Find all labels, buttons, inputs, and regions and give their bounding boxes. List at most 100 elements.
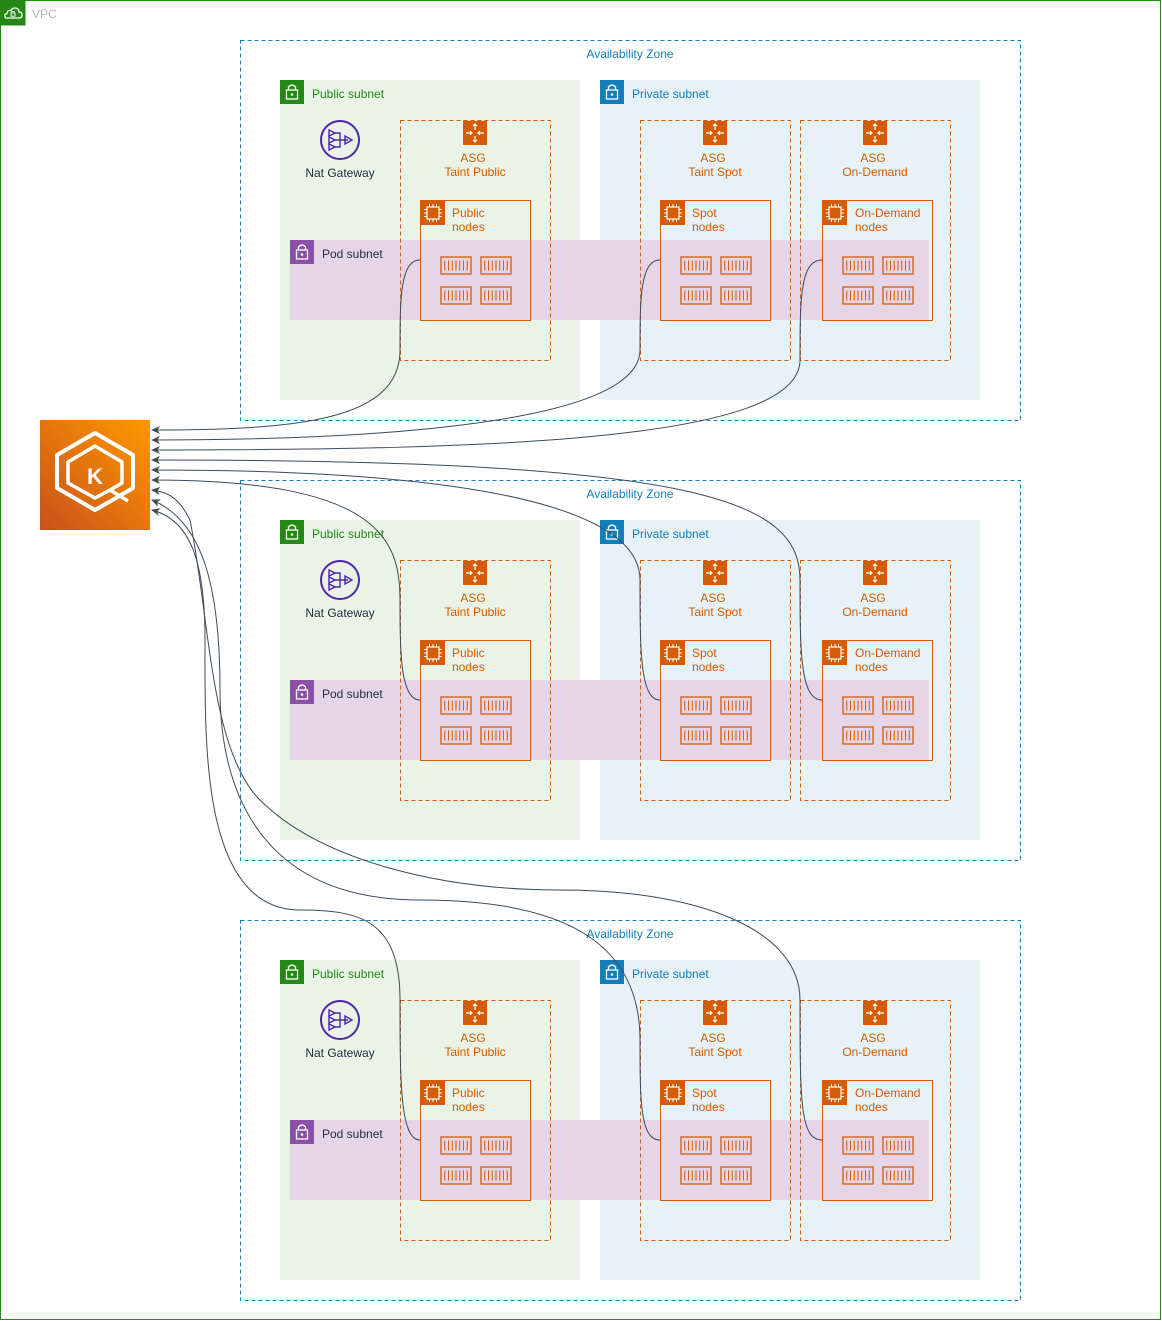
asg-subtitle: Taint Spot xyxy=(688,165,742,179)
container-icon xyxy=(480,696,512,715)
asg-border xyxy=(640,1000,791,1241)
node-group-label-line1: On-Demand xyxy=(855,646,920,660)
connector-7 xyxy=(151,508,421,1141)
container-icon xyxy=(842,726,874,745)
private-subnet-lock-icon xyxy=(600,80,624,104)
node-group-label-line2: nodes xyxy=(855,660,888,674)
public-subnet-label: Public subnet xyxy=(312,527,385,541)
public-subnet-lock-icon xyxy=(280,520,304,544)
container-icon xyxy=(842,696,874,715)
public-subnet-lock-icon xyxy=(280,960,304,984)
nat-gateway-icon xyxy=(320,1000,360,1040)
private-subnet-label: Private subnet xyxy=(632,527,709,541)
container-icon xyxy=(720,256,752,275)
pod-subnet-label: Pod subnet xyxy=(322,247,383,261)
container-icon xyxy=(842,256,874,275)
asg-title: ASG xyxy=(860,591,885,605)
connector-2 xyxy=(151,259,661,444)
container-icon xyxy=(440,286,472,305)
auto-scaling-icon xyxy=(703,121,727,145)
node-group-label-line2: nodes xyxy=(452,220,485,234)
public-subnet-lock-icon xyxy=(280,80,304,104)
container-icon xyxy=(440,696,472,715)
asg-title: ASG xyxy=(700,1031,725,1045)
auto-scaling-icon xyxy=(863,121,887,145)
asg-subtitle: On-Demand xyxy=(842,605,907,619)
node-group-label-line1: Public xyxy=(452,206,485,220)
node-group-border xyxy=(420,1080,531,1201)
pod-subnet-lock-icon xyxy=(290,680,314,704)
asg-subtitle: Taint Public xyxy=(444,605,505,619)
node-group-label-line2: nodes xyxy=(452,660,485,674)
nat-gateway: Nat Gateway xyxy=(305,560,375,620)
container-icon xyxy=(680,726,712,745)
availability-zone-label: Availability Zone xyxy=(586,47,673,61)
nat-gateway: Nat Gateway xyxy=(305,120,375,180)
asg-title: ASG xyxy=(460,1031,485,1045)
container-icon xyxy=(842,286,874,305)
node-group-label-line1: Spot xyxy=(692,206,717,220)
auto-scaling-icon xyxy=(463,121,487,145)
container-icon xyxy=(480,1166,512,1185)
container-icon xyxy=(720,286,752,305)
container-icon xyxy=(680,1166,712,1185)
ec2-instance-icon xyxy=(421,201,445,225)
container-icon xyxy=(480,1136,512,1155)
auto-scaling-icon xyxy=(863,561,887,585)
container-icon xyxy=(882,726,914,745)
ec2-instance-icon xyxy=(661,641,685,665)
ec2-instance-icon xyxy=(823,641,847,665)
ec2-instance-icon xyxy=(661,1081,685,1105)
connectors xyxy=(151,259,823,1141)
asg-title: ASG xyxy=(460,151,485,165)
asg-border xyxy=(400,1000,551,1241)
asg-title: ASG xyxy=(460,591,485,605)
public-subnet-label: Public subnet xyxy=(312,967,385,981)
node-group-label-line2: nodes xyxy=(692,220,725,234)
vpc-label: VPC xyxy=(32,7,57,21)
container-icon xyxy=(480,726,512,745)
ec2-instance-icon xyxy=(823,201,847,225)
pod-subnet-label: Pod subnet xyxy=(322,687,383,701)
connector-4 xyxy=(151,476,421,701)
pod-subnet-label: Pod subnet xyxy=(322,1127,383,1141)
node-group-border xyxy=(822,1080,933,1201)
asg-subtitle: Taint Public xyxy=(444,1045,505,1059)
asg-border xyxy=(640,560,791,801)
container-icon xyxy=(720,726,752,745)
node-group-label-line2: nodes xyxy=(452,1100,485,1114)
node-group-label-line1: On-Demand xyxy=(855,1086,920,1100)
node-group-label-line1: Public xyxy=(452,646,485,660)
eks-icon[interactable]: K xyxy=(40,420,150,530)
node-group-label-line1: Spot xyxy=(692,646,717,660)
connector-9 xyxy=(151,486,823,1141)
ec2-instance-icon xyxy=(421,641,445,665)
auto-scaling-icon xyxy=(463,561,487,585)
asg-border xyxy=(640,120,791,361)
availability-zone-label: Availability Zone xyxy=(586,487,673,501)
connector-5 xyxy=(151,466,661,701)
asg-title: ASG xyxy=(860,151,885,165)
asg-title: ASG xyxy=(700,151,725,165)
pod-subnet: Pod subnet xyxy=(290,680,929,760)
pod-subnet-lock-icon xyxy=(290,240,314,264)
